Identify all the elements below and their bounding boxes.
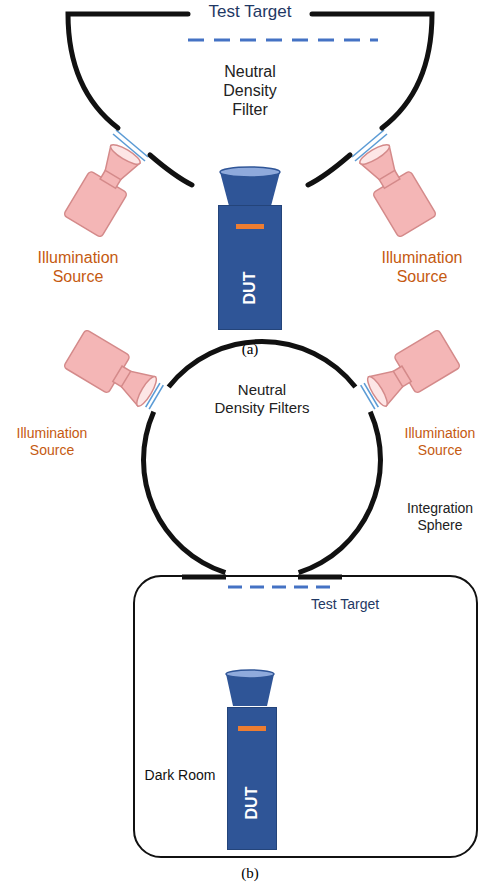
filter-label: Neutral Density Filter [207, 62, 293, 120]
dark-room: Dark RoomDUT [133, 575, 478, 858]
target-label: Test Target [295, 596, 395, 613]
test-target-line [228, 586, 332, 589]
room-label: Dark Room [135, 767, 225, 784]
dut-lens [226, 670, 274, 706]
sensor-bar [238, 726, 266, 731]
subfigure-label: (b) [230, 864, 270, 882]
illumination-lamp [63, 139, 147, 238]
test-target-line [188, 39, 378, 42]
sphere-label: Integration Sphere [399, 500, 481, 534]
target-label: Test Target [185, 2, 315, 22]
dut-lens [220, 167, 280, 206]
chamber-wall [68, 14, 188, 128]
illumination-lamp [362, 329, 461, 413]
sphere-wall [141, 411, 226, 575]
source-label: Illumination Source [7, 425, 97, 459]
source-label: Illumination Source [28, 248, 128, 286]
source-label: Illumination Source [395, 425, 485, 459]
chamber-wall [150, 155, 192, 185]
sphere-outline [137, 335, 387, 585]
test-chamber: Neutral Density Filter [60, 0, 440, 195]
dut-label: DUT [240, 272, 259, 305]
sphere-wall [298, 411, 383, 575]
filter-label: Neutral Density Filters [213, 381, 312, 417]
illumination-lamp [63, 329, 162, 413]
chamber-wall [312, 14, 432, 128]
illumination-lamp [353, 139, 437, 238]
dut-camera: DUT [227, 707, 277, 850]
chamber-wall [308, 155, 350, 185]
sensor-bar [236, 224, 264, 229]
source-label: Illumination Source [372, 248, 472, 286]
integration-sphere: Neutral Density FiltersIntegration Spher… [137, 335, 387, 585]
dut-camera: DUT [218, 205, 282, 330]
dut-label: DUT [242, 787, 261, 820]
